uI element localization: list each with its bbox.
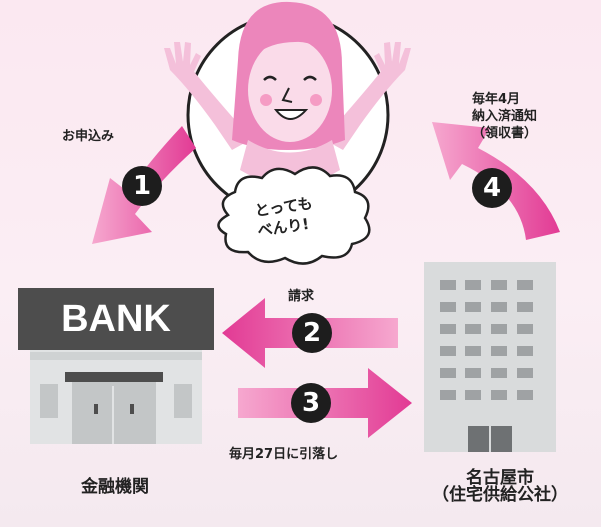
step-2-badge: 2 — [292, 313, 332, 353]
person-illustration — [164, 1, 411, 217]
step-2-label: 請求 — [288, 289, 315, 304]
bubble-text: とっても べんり! — [253, 194, 314, 240]
step-4-label: 毎年4月 納入済通知 （領収書） — [472, 92, 538, 141]
step-3-badge: 3 — [291, 383, 331, 423]
bank-sign: BANK — [61, 298, 171, 340]
office-building-illustration — [424, 262, 556, 452]
step-1-badge: 1 — [122, 166, 162, 206]
bank-caption: 金融機関 — [81, 477, 149, 497]
step-4-badge: 4 — [472, 168, 512, 208]
step-1-label: お申込み — [62, 129, 115, 144]
bank-illustration — [18, 288, 214, 444]
speech-bubble — [217, 166, 371, 265]
office-caption: 名古屋市 （住宅供給公社） — [432, 468, 568, 505]
step-3-label: 毎月27日に引落し — [229, 447, 339, 462]
